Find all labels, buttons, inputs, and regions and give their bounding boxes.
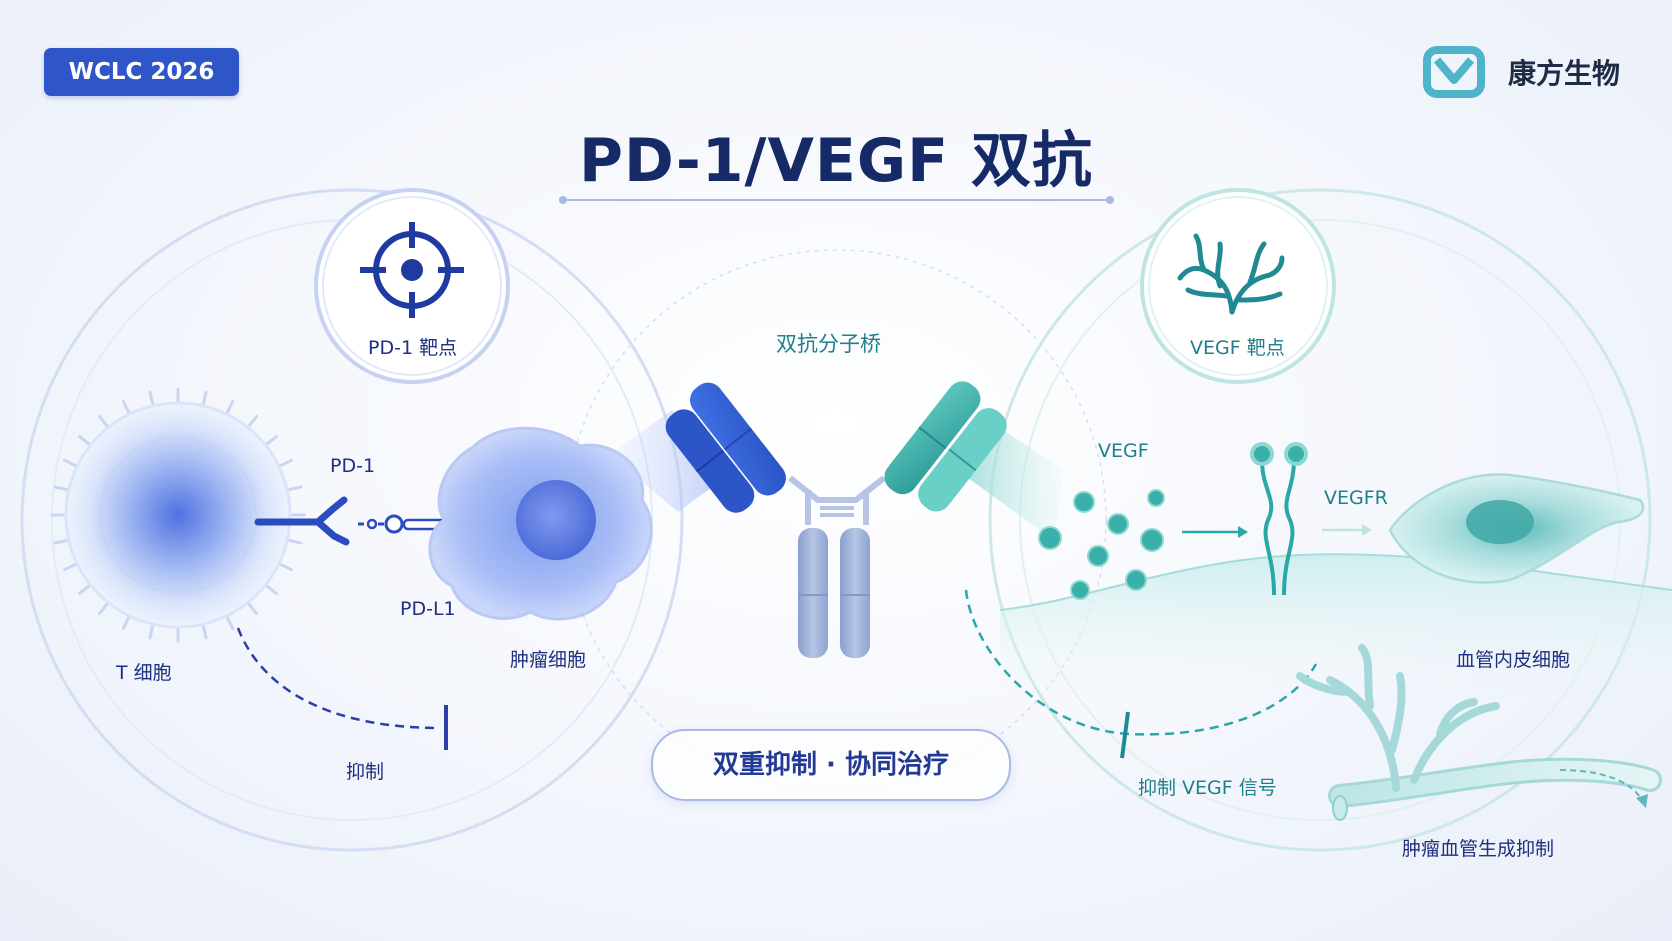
pd1-receptor	[254, 496, 350, 546]
vegf-target-circle	[1140, 188, 1336, 384]
blood-vessel-icon	[1177, 233, 1285, 315]
dual-inhibition-pill: 双重抑制 · 协同治疗	[651, 729, 1011, 801]
angiogenesis-label: 肿瘤血管生成抑制	[1402, 838, 1555, 860]
endothelial-label: 血管内皮细胞	[1456, 649, 1571, 671]
tissue-surface	[1000, 554, 1672, 700]
arrow-to-receptor	[1182, 526, 1248, 538]
vegf-molecules	[1038, 489, 1165, 600]
left-arc	[20, 188, 684, 852]
bridge-label: 双抗分子桥	[776, 332, 881, 356]
tumor-cell	[428, 426, 653, 621]
bispecific-antibody	[665, 381, 1007, 658]
inhibit-label: 抑制	[346, 761, 385, 783]
right-beam	[968, 420, 1064, 540]
t-cell	[50, 387, 306, 643]
inhibit-arc-right	[964, 589, 1318, 759]
target-icon	[360, 222, 464, 318]
vegf-label: VEGF	[1098, 440, 1149, 462]
tumor-cell-label: 肿瘤细胞	[510, 649, 587, 671]
left-beam	[610, 410, 738, 512]
pd1-target-circle	[314, 188, 510, 384]
right-arc	[988, 188, 1652, 852]
brand-name: 康方生物	[1508, 57, 1621, 90]
arrow-to-endothelial	[1322, 524, 1372, 536]
inhibit-arc-left	[236, 627, 448, 750]
vegfr-label: VEGFR	[1324, 487, 1388, 509]
vegf-target-label: VEGF 靶点	[1190, 337, 1285, 359]
conference-badge: WCLC 2026	[44, 48, 239, 96]
inhibit-vegf-label: 抑制 VEGF 信号	[1138, 777, 1277, 799]
endothelial-cell	[1388, 473, 1645, 584]
t-cell-label: T 细胞	[116, 662, 172, 684]
vegfr-receptor	[1250, 442, 1308, 596]
pd1-label: PD-1	[330, 455, 376, 477]
blood-vessel	[1296, 644, 1662, 821]
pd1-target-label: PD-1 靶点	[368, 337, 458, 359]
page-title: PD-1/VEGF 双抗	[578, 126, 1093, 196]
brand-logo-icon	[1423, 46, 1485, 98]
pdl1-label: PD-L1	[400, 598, 456, 620]
